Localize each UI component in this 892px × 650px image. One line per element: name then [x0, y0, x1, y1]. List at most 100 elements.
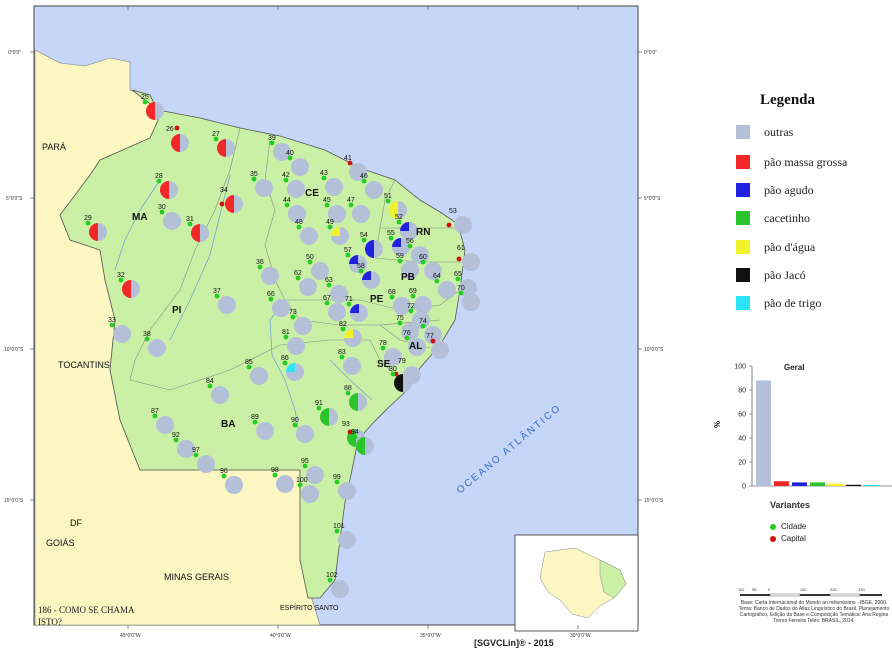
point-number: 81 — [282, 329, 290, 336]
grid-ticks — [30, 6, 642, 629]
point-circle — [454, 216, 472, 234]
point-number: 78 — [379, 340, 387, 347]
city-marker — [420, 259, 426, 265]
point-circle — [462, 253, 480, 271]
city-marker — [193, 452, 199, 458]
city-marker — [385, 198, 391, 204]
point-number: 50 — [306, 254, 314, 261]
pie-slice — [89, 223, 98, 241]
city-marker — [352, 434, 358, 440]
footer-credit: [SGVCLin]® - 2015 — [474, 638, 554, 648]
point-number: 60 — [419, 254, 427, 261]
point-number: 101 — [333, 523, 345, 530]
pie-slice — [331, 227, 340, 236]
point-number: 83 — [338, 349, 346, 356]
point-circle — [349, 163, 367, 181]
point-number: 79 — [398, 358, 406, 365]
legend-item-agua: pão d'água — [736, 240, 815, 254]
pie-slice — [400, 222, 409, 231]
pie-slice — [392, 238, 401, 247]
city-marker — [207, 383, 213, 389]
chart-bar — [846, 484, 861, 486]
pie-slice — [180, 134, 189, 152]
point-circle — [300, 227, 318, 245]
point-number: 82 — [339, 321, 347, 328]
legend-swatch — [736, 240, 750, 254]
point-circle — [288, 205, 306, 223]
chart-xlabel: Variantes — [770, 500, 811, 510]
chart-bar — [792, 482, 807, 486]
state-label-al: AL — [409, 341, 422, 352]
point-circle — [163, 212, 181, 230]
city-marker — [152, 413, 158, 419]
chart-bar — [774, 481, 789, 486]
city-marker — [173, 437, 179, 443]
point-number: 61 — [457, 245, 465, 252]
point-number: 45 — [323, 197, 331, 204]
point-circle — [261, 267, 279, 285]
grid-label-left-3: 15°0'0"S — [4, 498, 24, 504]
point-number: 96 — [220, 468, 228, 475]
point-number: 65 — [454, 271, 462, 278]
point-number: 70 — [457, 285, 465, 292]
state-label-pe: PE — [370, 294, 384, 305]
point-number: 29 — [84, 215, 92, 222]
point-number: 69 — [409, 288, 417, 295]
point-circle — [431, 341, 449, 359]
city-marker — [302, 463, 308, 469]
point-circle — [276, 475, 294, 493]
point-circle — [408, 338, 426, 356]
point-number: 58 — [357, 263, 365, 270]
city-marker — [345, 390, 351, 396]
state-label-para: PARÁ — [42, 142, 66, 152]
city-marker — [327, 577, 333, 583]
state-label-se: SE — [377, 359, 391, 370]
city-marker — [388, 235, 394, 241]
city-marker — [296, 224, 302, 230]
city-marker — [380, 345, 386, 351]
inset-highlight — [599, 559, 627, 599]
capital-marker — [174, 125, 180, 131]
point-circle — [255, 179, 273, 197]
point-circle — [291, 158, 309, 176]
point-number: 41 — [344, 155, 352, 162]
pie-slice — [356, 437, 365, 455]
point-circle — [225, 476, 243, 494]
point-circle — [393, 297, 411, 315]
marker-label: Cidade — [781, 522, 807, 531]
scale-tick: 110 — [738, 587, 745, 592]
point-number: 44 — [283, 197, 291, 204]
state-label-rn: RN — [416, 227, 430, 238]
city-marker — [408, 308, 414, 314]
city-marker — [407, 243, 413, 249]
point-number: 42 — [282, 172, 290, 179]
point-circle — [272, 299, 290, 317]
city-marker — [321, 175, 327, 181]
city-marker — [397, 320, 403, 326]
point-number: 62 — [294, 270, 302, 277]
city-marker — [287, 155, 293, 161]
point-number: 85 — [245, 359, 253, 366]
city-marker — [327, 224, 333, 230]
state-label-espirito-santo: ESPÍRITO SANTO — [280, 603, 339, 612]
city-marker — [214, 293, 220, 299]
red-dot-icon — [770, 535, 776, 542]
state-label-pb: PB — [401, 272, 415, 283]
point-number: 54 — [360, 232, 368, 239]
grid-label-left-0: 0°0'0" — [8, 50, 21, 56]
point-circle — [412, 311, 430, 329]
point-number: 39 — [268, 135, 276, 142]
scale-tick: 55 — [752, 587, 757, 592]
point-circle — [338, 531, 356, 549]
point-circle — [462, 293, 480, 311]
point-number: 66 — [267, 291, 275, 298]
pie-slice — [320, 408, 329, 426]
city-marker — [340, 326, 346, 332]
capital-marker — [219, 201, 225, 207]
point-number: 72 — [407, 303, 415, 310]
pie-slice — [191, 224, 200, 242]
city-marker — [324, 202, 330, 208]
point-circle — [352, 205, 370, 223]
legend-swatch — [736, 183, 750, 197]
